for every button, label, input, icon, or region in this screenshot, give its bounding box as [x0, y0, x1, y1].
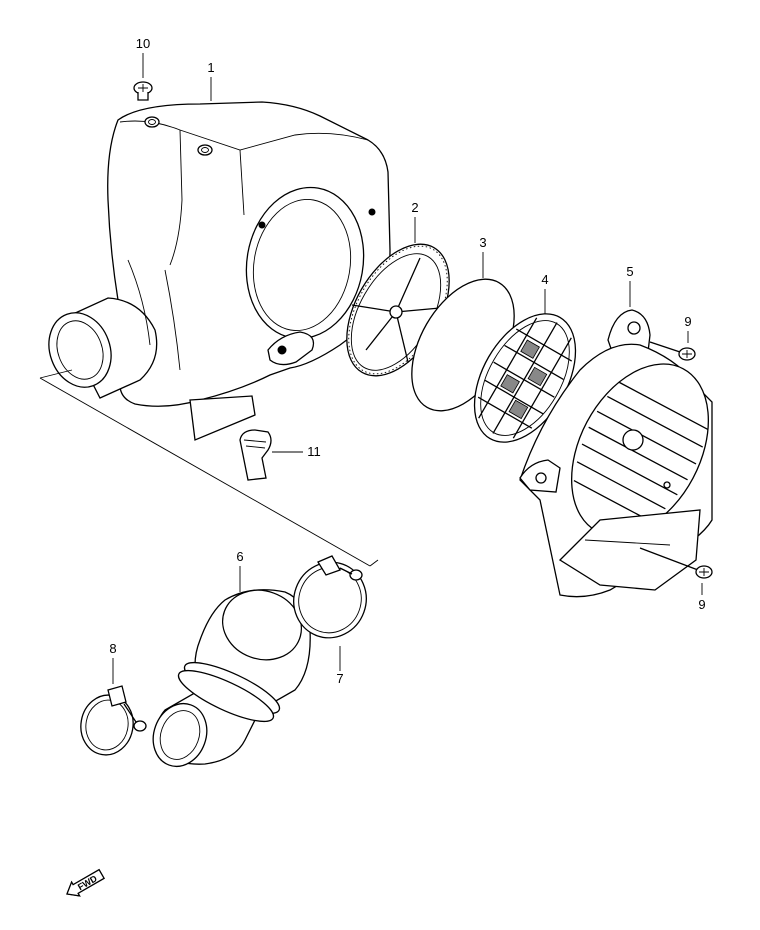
part-10-screw[interactable]: 10 [133, 36, 153, 101]
part-9-screw-upper[interactable]: 9 [649, 314, 696, 361]
label-11: 11 [307, 444, 321, 459]
part-8-clamp[interactable]: 8 [76, 641, 147, 759]
fwd-direction-arrow: FWD [66, 868, 105, 897]
label-10: 10 [136, 36, 150, 51]
label-8: 8 [109, 641, 116, 656]
part-1-air-cleaner-case[interactable]: 1 [39, 60, 391, 441]
part-6-intake-hose[interactable]: 6 [145, 549, 312, 774]
label-2: 2 [411, 200, 418, 215]
part-5-case-cover[interactable]: 5 [519, 264, 736, 598]
part-7-clamp[interactable]: 7 [283, 552, 377, 686]
label-7: 7 [336, 671, 343, 686]
part-9-screw-lower[interactable]: 9 [639, 547, 713, 612]
label-5: 5 [626, 264, 633, 279]
label-3: 3 [479, 235, 486, 250]
label-6: 6 [236, 549, 243, 564]
label-1: 1 [207, 60, 214, 75]
reference-lines [39, 369, 379, 567]
label-9b: 9 [698, 597, 705, 612]
label-9a: 9 [684, 314, 691, 329]
part-11-drain-plug[interactable]: 11 [239, 429, 321, 481]
label-4: 4 [541, 272, 548, 287]
